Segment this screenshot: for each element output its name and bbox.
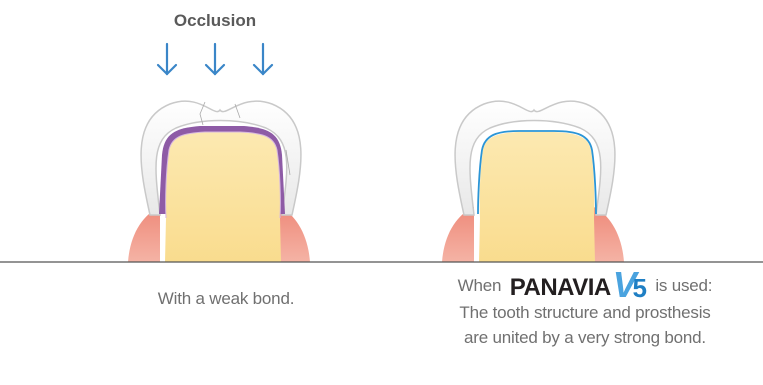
caption-line-1: When PANAVIA V 5 is used: (420, 270, 750, 300)
arrow-down-icon (206, 44, 224, 74)
caption-line-3: are united by a very strong bond. (420, 325, 750, 350)
left-tooth-core (165, 132, 281, 262)
caption-strong-bond: When PANAVIA V 5 is used: The tooth stru… (420, 270, 750, 350)
brand-version-number: 5 (633, 276, 647, 300)
arrow-down-icon (254, 44, 272, 74)
caption-weak-bond: With a weak bond. (126, 289, 326, 309)
caption-prefix: When (458, 276, 502, 295)
occlusion-heading: Occlusion (174, 11, 256, 30)
arrow-down-icon (158, 44, 176, 74)
caption-line-2: The tooth structure and prosthesis (420, 300, 750, 325)
left-tooth-illustration (128, 101, 310, 262)
right-tooth-illustration (442, 101, 624, 262)
right-tooth-core (479, 132, 595, 262)
occlusion-arrows (158, 44, 272, 74)
caption-weak-bond-text: With a weak bond. (158, 289, 294, 308)
panavia-v5-logo: PANAVIA V 5 (510, 270, 647, 300)
brand-name: PANAVIA (510, 276, 611, 300)
caption-suffix: is used: (655, 276, 712, 295)
